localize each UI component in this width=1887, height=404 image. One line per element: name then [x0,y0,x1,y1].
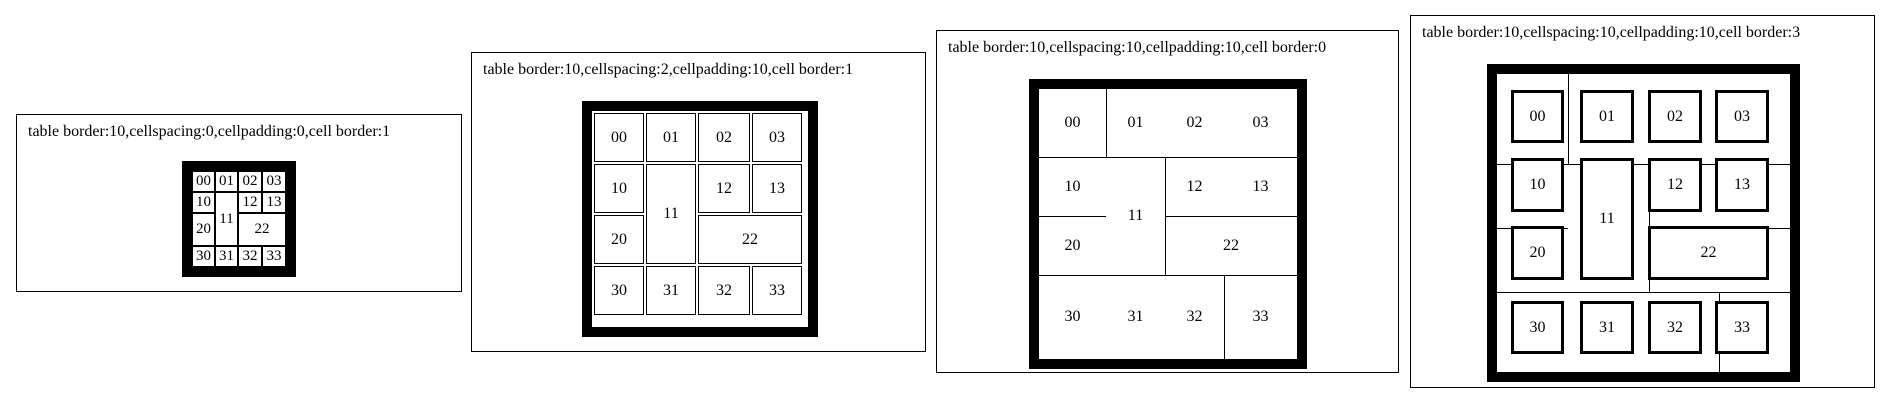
cell-02: 02 [1165,89,1224,157]
cell-32: 32 [1648,301,1702,354]
cell-32: 32 [238,246,262,267]
grid-line [1039,275,1297,276]
cell-20: 20 [1039,216,1106,275]
cell-00: 00 [594,113,644,162]
cell-22: 22 [698,215,802,264]
cell-00: 00 [192,171,215,192]
cell-20: 20 [192,213,215,246]
table: 00 01 02 03 10 11 12 13 20 22 30 31 32 3… [582,101,818,337]
cell-01: 01 [646,113,696,162]
cell-01: 01 [1580,90,1634,143]
cell-01: 01 [215,171,238,192]
cell-13: 13 [262,192,286,213]
cell-33: 33 [752,266,802,315]
cell-20: 20 [1511,226,1564,280]
table-body: 00 01 02 03 10 11 12 13 20 22 30 31 32 3… [1039,89,1297,359]
cell-10: 10 [192,192,215,213]
grid-line [1165,216,1297,217]
cell-13: 13 [752,164,802,213]
panel-caption: table border:10,cellspacing:10,cellpaddi… [948,39,1327,56]
cell-33: 33 [262,246,286,267]
cell-03: 03 [752,113,802,162]
cell-03: 03 [1715,90,1769,143]
cell-31: 31 [646,266,696,315]
panel-3: table border:10,cellspacing:10,cellpaddi… [936,30,1399,373]
panel-caption: table border:10,cellspacing:2,cellpaddin… [483,61,854,78]
panel-4: table border:10,cellspacing:10,cellpaddi… [1410,15,1875,388]
cell-32: 32 [698,266,750,315]
table: 00 01 02 03 10 11 12 13 20 22 30 31 32 3… [1029,79,1307,369]
cell-13: 13 [1715,158,1769,212]
cell-12: 12 [238,192,262,213]
cell-33: 33 [1224,275,1297,359]
table-body: 00 01 02 03 10 11 12 13 20 22 30 31 32 3… [1497,74,1790,372]
grid-line [1039,157,1297,158]
cell-12: 12 [1165,157,1224,216]
cell-03: 03 [262,171,286,192]
cell-10: 10 [594,164,644,213]
table-body: 00 01 02 03 10 11 12 13 20 22 30 31 32 3… [592,111,808,327]
cell-13: 13 [1224,157,1297,216]
cell-22: 22 [1648,226,1769,280]
cell-11: 11 [215,192,238,246]
cell-20: 20 [594,215,644,264]
panel-2: table border:10,cellspacing:2,cellpaddin… [471,52,926,352]
grid-line [1224,275,1225,359]
cell-30: 30 [1039,275,1106,359]
table-body: 00 01 02 03 10 11 12 13 20 22 30 31 32 3… [192,171,286,267]
cell-30: 30 [594,266,644,315]
cell-02: 02 [698,113,750,162]
grid-line [1106,89,1107,157]
cell-30: 30 [1511,301,1564,354]
cell-00: 00 [1511,90,1564,143]
cell-22: 22 [238,213,286,246]
cell-12: 12 [1648,158,1702,212]
cell-30: 30 [192,246,215,267]
grid-line [1497,164,1790,165]
table: 00 01 02 03 10 11 12 13 20 22 30 31 32 3… [182,161,296,277]
cell-03: 03 [1224,89,1297,157]
cell-31: 31 [215,246,238,267]
cell-02: 02 [1648,90,1702,143]
panel-1: table border:10,cellspacing:0,cellpaddin… [16,114,462,292]
cell-12: 12 [698,164,750,213]
cell-10: 10 [1039,157,1106,216]
table: 00 01 02 03 10 11 12 13 20 22 30 31 32 3… [1487,64,1800,382]
panel-caption: table border:10,cellspacing:10,cellpaddi… [1422,24,1801,41]
cell-32: 32 [1165,275,1224,359]
cell-33: 33 [1715,301,1769,354]
cell-31: 31 [1106,275,1165,359]
cell-10: 10 [1511,158,1564,212]
grid-line [1568,74,1569,164]
cell-11: 11 [1580,158,1634,280]
cell-11: 11 [646,164,696,264]
grid-line [1039,216,1106,217]
grid-line [1497,292,1790,293]
cell-22: 22 [1165,216,1297,275]
cell-31: 31 [1580,301,1634,354]
panel-caption: table border:10,cellspacing:0,cellpaddin… [28,123,391,140]
cell-11: 11 [1106,157,1165,275]
cell-01: 01 [1106,89,1165,157]
cell-00: 00 [1039,89,1106,157]
cell-02: 02 [238,171,262,192]
